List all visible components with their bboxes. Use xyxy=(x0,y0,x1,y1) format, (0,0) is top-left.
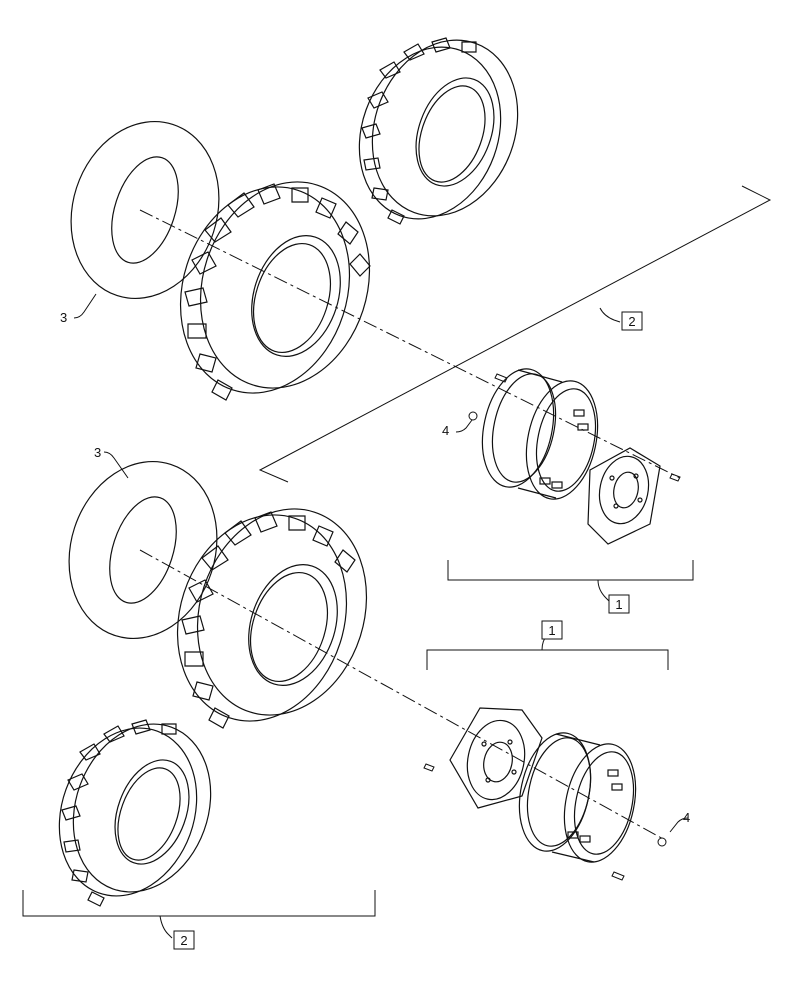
callout-3-lower: 3 xyxy=(94,445,101,460)
bracket-2-lower xyxy=(22,890,376,939)
bolt-lower-left xyxy=(423,763,435,772)
callout-4-upper: 4 xyxy=(442,423,449,438)
bolt-upper-left xyxy=(494,373,508,383)
nut-lower xyxy=(657,837,667,847)
callout-3-upper: 3 xyxy=(60,310,67,325)
boxed-label-2-upper: 2 xyxy=(621,311,643,331)
box-2-lower-text: 2 xyxy=(180,933,187,948)
box-1-middle-text: 1 xyxy=(615,597,622,612)
tube-lower xyxy=(68,460,218,640)
tire-top-right xyxy=(358,37,519,225)
box-2-upper-text: 2 xyxy=(628,314,635,329)
tire-bottom-left xyxy=(58,719,212,907)
tire-upper-large xyxy=(179,181,371,401)
tire-lower-large xyxy=(176,508,368,729)
boxed-label-1-lower: 1 xyxy=(541,620,563,640)
nut-upper xyxy=(468,411,478,421)
center-lines xyxy=(139,209,681,841)
bolt-upper-right xyxy=(669,473,681,482)
leader-lines xyxy=(73,293,689,833)
boxed-label-2-lower: 2 xyxy=(173,930,195,950)
callout-4-lower: 4 xyxy=(683,810,690,825)
rim-upper xyxy=(481,368,599,500)
bracket-1-middle xyxy=(447,560,694,603)
box-1-lower-text: 1 xyxy=(548,623,555,638)
bolt-lower-right xyxy=(611,871,625,881)
tube-upper xyxy=(70,120,220,300)
center-disc-upper xyxy=(587,447,661,545)
rim-lower xyxy=(518,732,637,863)
boxed-label-1-middle: 1 xyxy=(608,594,630,614)
bracket-2-upper xyxy=(258,185,772,483)
center-disc-lower xyxy=(449,707,543,809)
